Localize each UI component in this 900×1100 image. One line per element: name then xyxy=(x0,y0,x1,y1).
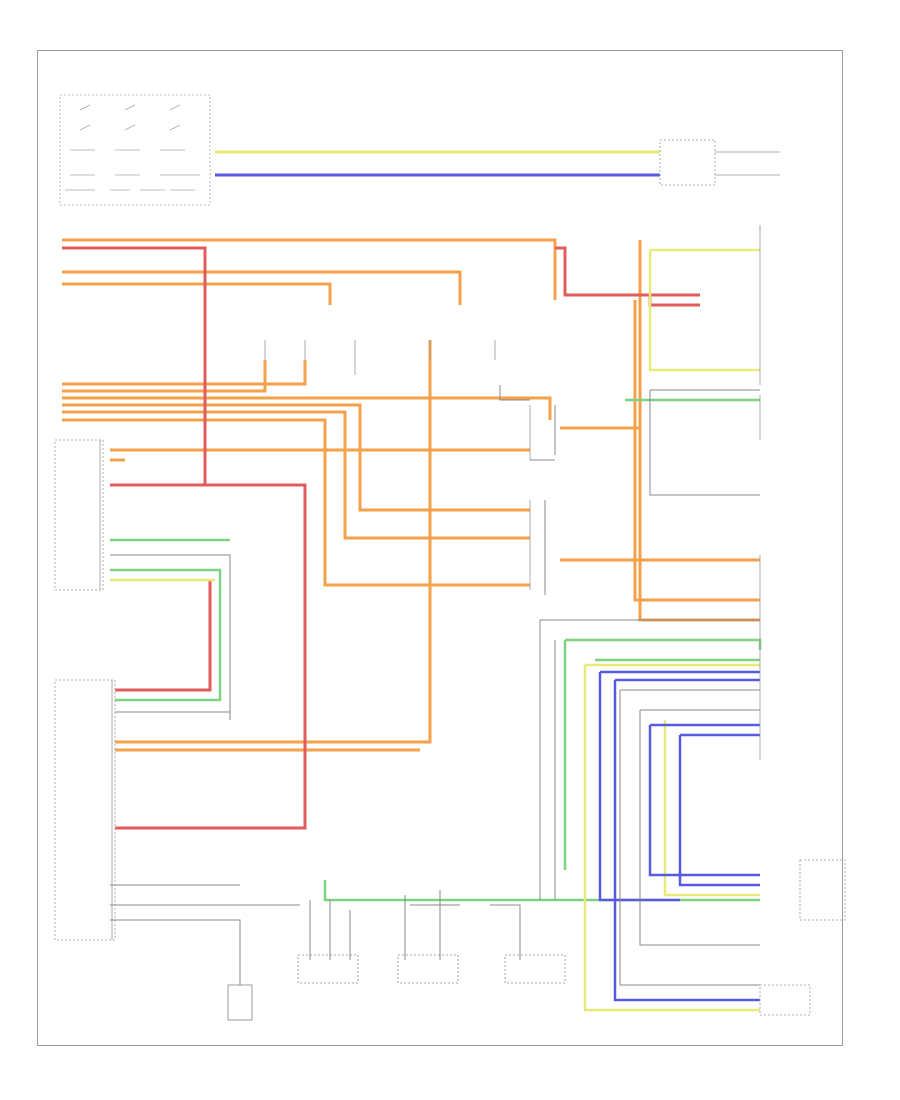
connector-top-right xyxy=(659,139,780,186)
wire-green-group xyxy=(110,398,762,902)
wire-orange-group xyxy=(62,238,760,752)
wire-yellow-group xyxy=(110,248,760,1012)
connector-left-upper xyxy=(54,439,104,591)
connector-left-lower xyxy=(54,679,116,941)
component-speaker-left xyxy=(297,954,359,984)
component-speaker-right xyxy=(504,954,566,984)
wire-gray-group xyxy=(110,385,760,986)
component-mic xyxy=(227,984,253,1021)
wire-red-group xyxy=(62,246,700,830)
connector-right-lower xyxy=(759,859,846,1016)
component-speaker-center xyxy=(397,954,459,984)
splice-stubs xyxy=(264,340,531,590)
legend-box xyxy=(59,94,211,206)
diagram-frame xyxy=(37,50,843,1046)
wire-blue-group xyxy=(598,670,760,1002)
